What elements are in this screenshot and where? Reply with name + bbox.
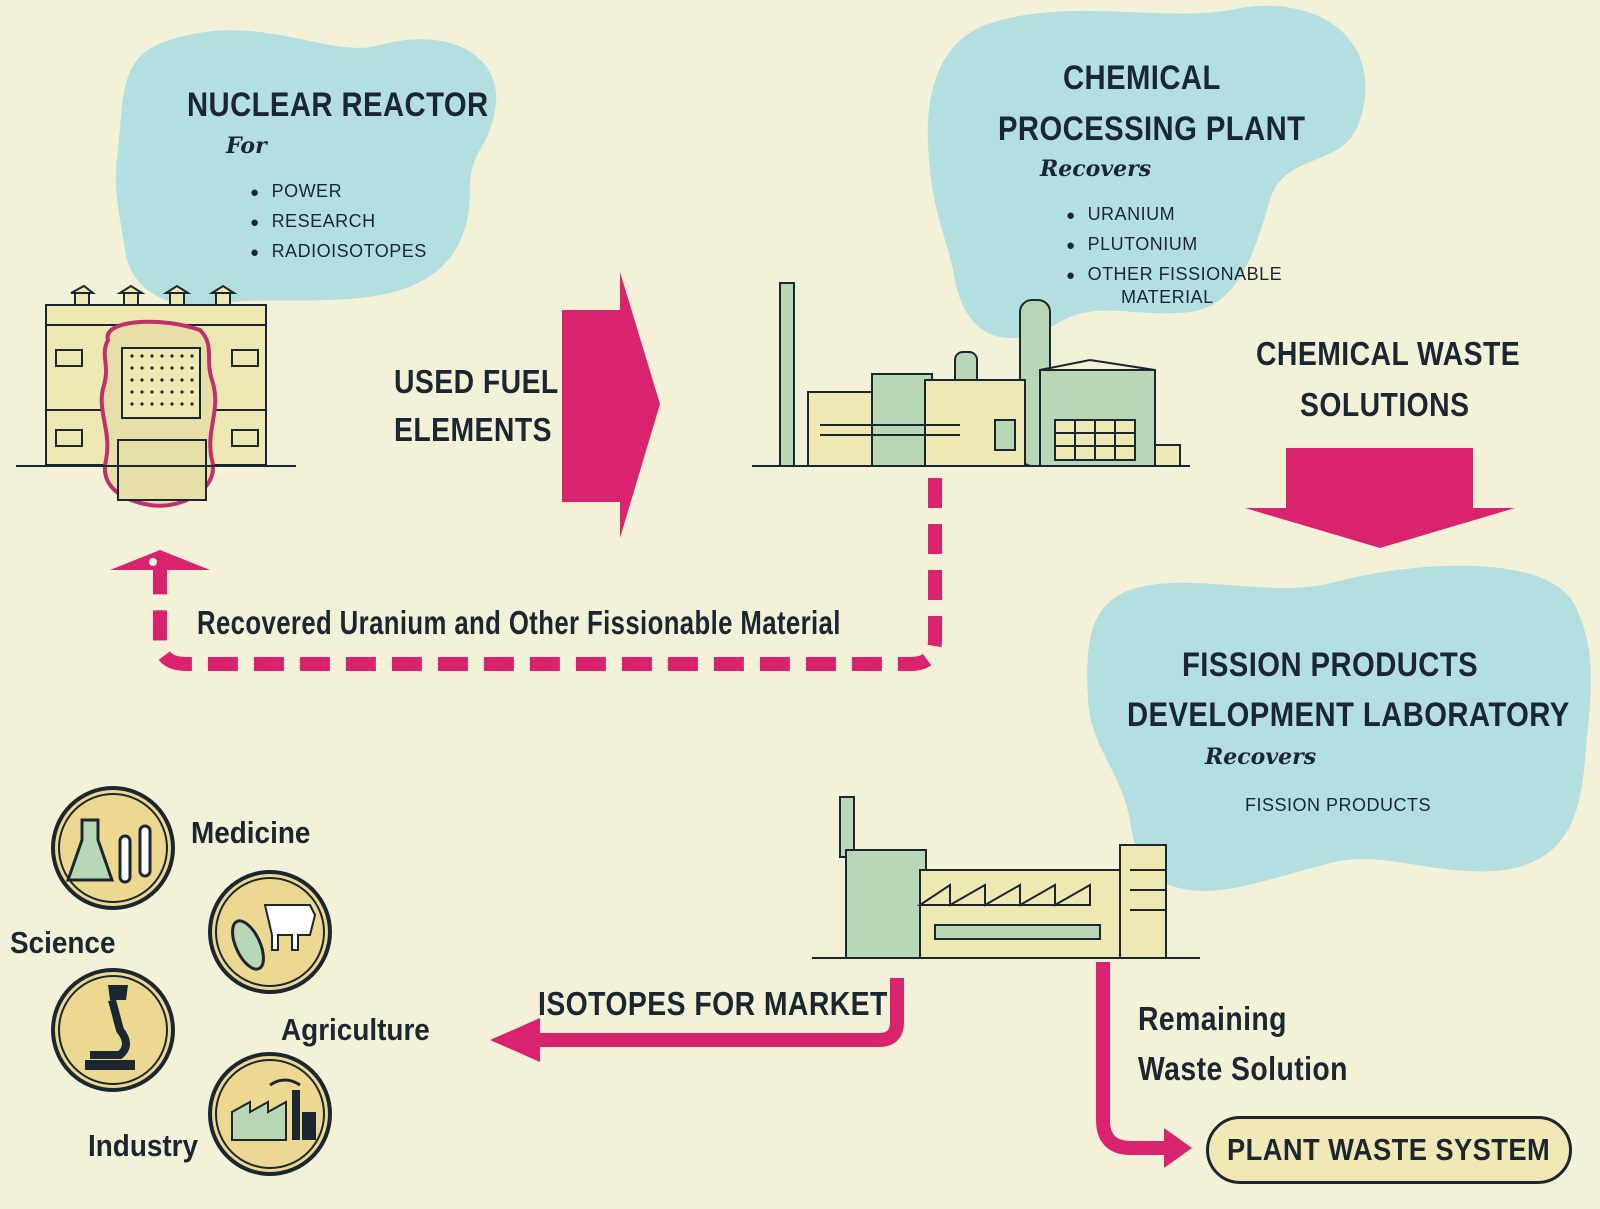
- plant-waste-system-label: PLANT WASTE SYSTEM: [1227, 1132, 1551, 1167]
- chemical-plant-item: PLUTONIUM: [1066, 230, 1282, 260]
- chemical-plant-item-continuation: MATERIAL: [1121, 287, 1214, 307]
- chemical-plant-recovers-list: URANIUM PLUTONIUM OTHER FISSIONABLE: [1066, 200, 1282, 290]
- chemical-plant-title-line1: CHEMICAL: [1063, 59, 1221, 97]
- lab-title-line2: DEVELOPMENT LABORATORY: [1127, 696, 1570, 734]
- remaining-waste-label-line2: Waste Solution: [1138, 1050, 1348, 1087]
- chemical-plant-item: URANIUM: [1066, 200, 1282, 230]
- chemical-waste-label-line2: SOLUTIONS: [1300, 386, 1470, 423]
- agriculture-icon: [208, 870, 332, 994]
- medicine-icon: [51, 786, 175, 910]
- reactor-title: NUCLEAR REACTOR: [187, 86, 489, 124]
- recovered-material-path: [110, 478, 942, 671]
- chemical-plant-cloud: [927, 5, 1366, 339]
- reactor-subtitle: For: [226, 133, 267, 159]
- reactor-use-item: POWER: [250, 177, 427, 207]
- lab-building: [812, 796, 1200, 959]
- industry-icon: [208, 1052, 332, 1176]
- science-label: Science: [10, 925, 116, 960]
- remaining-waste-arrow: [1096, 962, 1192, 1168]
- industry-label: Industry: [88, 1128, 199, 1163]
- lab-title-line1: FISSION PRODUCTS: [1182, 646, 1479, 684]
- isotopes-arrow: [490, 978, 904, 1062]
- lab-subtitle: Recovers: [1205, 744, 1317, 770]
- plant-waste-system-box: PLANT WASTE SYSTEM: [1206, 1116, 1572, 1184]
- remaining-waste-label-line1: Remaining: [1138, 1000, 1287, 1037]
- science-icon: [51, 968, 175, 1092]
- lab-recovers-item: FISSION PRODUCTS: [1245, 795, 1432, 815]
- recovered-material-label: Recovered Uranium and Other Fissionable …: [197, 604, 841, 641]
- agriculture-label: Agriculture: [281, 1012, 430, 1047]
- chemical-waste-arrow: [1245, 448, 1515, 548]
- chemical-plant-subtitle: Recovers: [1040, 156, 1152, 182]
- reactor-building: [16, 284, 296, 508]
- reactor-uses-list: POWER RESEARCH RADIOISOTOPES: [250, 177, 427, 267]
- used-fuel-arrow: [562, 272, 660, 538]
- used-fuel-label-line1: USED FUEL: [394, 363, 559, 400]
- used-fuel-label-line2: ELEMENTS: [394, 411, 552, 448]
- chemical-plant-item: OTHER FISSIONABLE: [1066, 260, 1282, 290]
- lab-cloud: [1087, 565, 1591, 891]
- isotopes-label: ISOTOPES FOR MARKET: [538, 985, 888, 1022]
- chemical-plant-building: [752, 282, 1190, 467]
- chemical-waste-label-line1: CHEMICAL WASTE: [1256, 335, 1521, 372]
- reactor-use-item: RESEARCH: [250, 207, 427, 237]
- reactor-use-item: RADIOISOTOPES: [250, 237, 427, 267]
- chemical-plant-title-line2: PROCESSING PLANT: [998, 110, 1306, 148]
- medicine-label: Medicine: [191, 815, 311, 850]
